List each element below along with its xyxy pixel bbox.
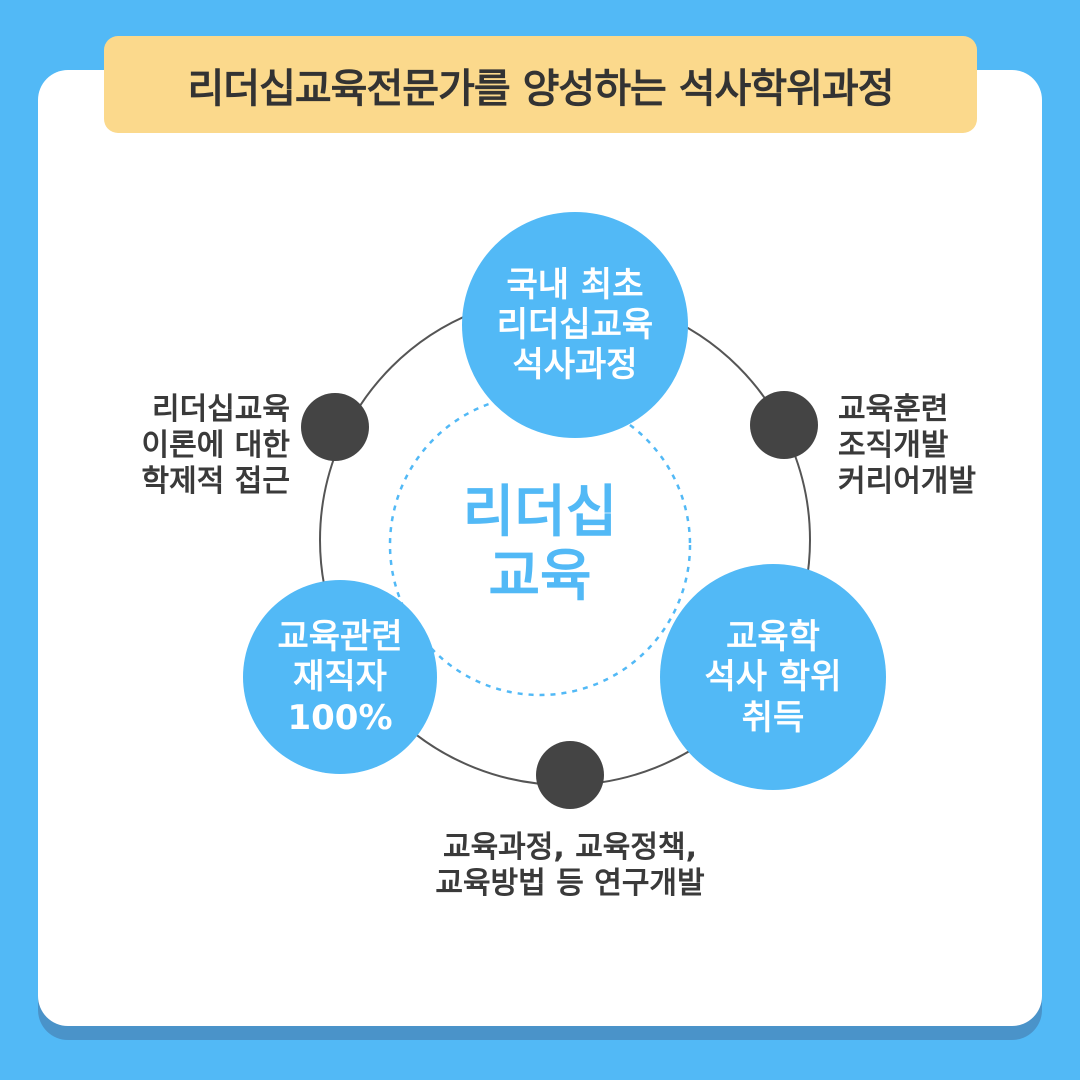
- circle-bottom-left-label: 교육관련 재직자 100%: [277, 617, 403, 738]
- label-bottom: 교육과정, 교육정책, 교육방법 등 연구개발: [435, 830, 705, 901]
- circle-bottom-right: [660, 564, 886, 790]
- node-upper-right: [750, 391, 818, 459]
- circle-bottom-right-label: 교육학 석사 학위 취득: [704, 617, 842, 738]
- center-label: 리더십 교육: [462, 479, 618, 609]
- node-bottom: [536, 741, 604, 809]
- label-upper-left: 리더십교육 이론에 대한 학제적 접근: [141, 392, 290, 499]
- circle-top-label: 국내 최초 리더십교육 석사과정: [496, 264, 654, 386]
- title-banner: 리더십교육전문가를 양성하는 석사학위과정: [104, 36, 977, 133]
- circle-top: [462, 212, 688, 438]
- circle-bottom-left: [243, 580, 437, 774]
- label-upper-right: 교육훈련 조직개발 커리어개발: [838, 392, 976, 499]
- node-upper-left: [301, 393, 369, 461]
- page-title: 리더십교육전문가를 양성하는 석사학위과정: [187, 65, 894, 112]
